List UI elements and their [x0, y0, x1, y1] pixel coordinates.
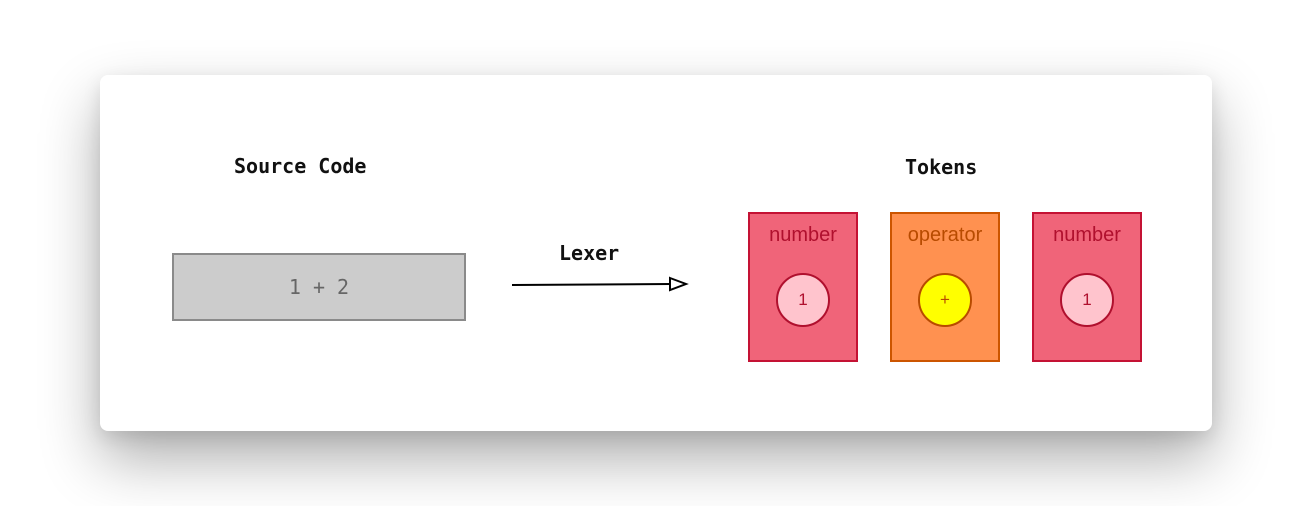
- token-card-operator: operator +: [890, 212, 1000, 362]
- lexer-arrow: [511, 276, 689, 292]
- diagram-card: Source Code 1 + 2 Lexer Tokens number 1 …: [100, 75, 1212, 431]
- token-type-label: operator: [907, 224, 983, 246]
- token-value-circle: 1: [776, 273, 830, 327]
- token-card-number-2: number 1: [1032, 212, 1142, 362]
- tokens-title: Tokens: [905, 155, 978, 179]
- token-card-number-1: number 1: [748, 212, 858, 362]
- token-value-circle: 1: [1060, 273, 1114, 327]
- token-type-label: number: [1053, 224, 1121, 246]
- token-type-label: number: [769, 224, 837, 246]
- token-value-circle: +: [918, 273, 972, 327]
- source-code-box: 1 + 2: [172, 253, 466, 321]
- lexer-label: Lexer: [559, 241, 620, 265]
- source-code-title: Source Code: [234, 154, 367, 178]
